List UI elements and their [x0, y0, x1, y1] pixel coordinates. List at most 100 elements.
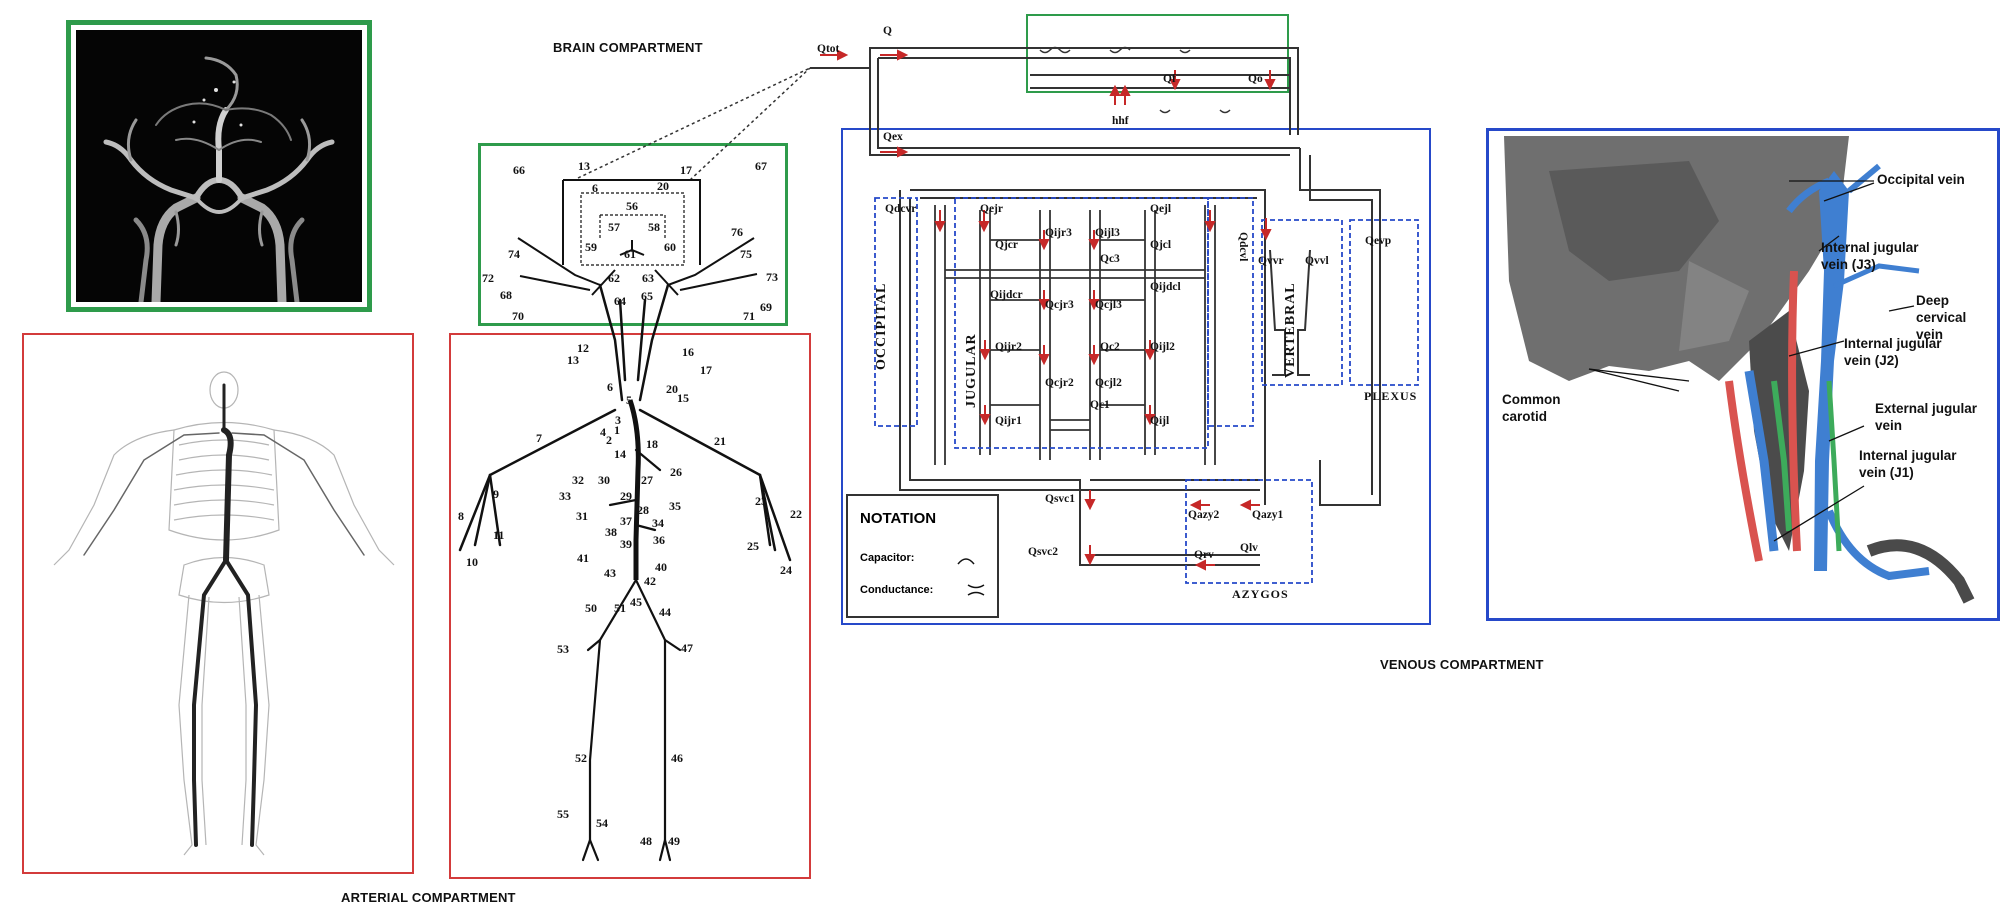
brain-number: 64	[614, 294, 626, 308]
capacitor-symbol-icon	[957, 558, 975, 565]
arterial-number: 30	[598, 473, 610, 487]
brain-number: 56	[626, 199, 638, 213]
brain-number: 66	[513, 163, 525, 177]
brain-number: 67	[755, 159, 767, 173]
arterial-number: 46	[671, 751, 683, 765]
arterial-number: 14	[614, 447, 626, 461]
arterial-number: 21	[714, 434, 726, 448]
flow-label: Qjcl	[1150, 239, 1171, 251]
arterial-number: 28	[637, 503, 649, 517]
flow-label: Qc1	[1090, 399, 1110, 411]
arterial-number: 45	[630, 595, 642, 609]
brain-number: 13	[578, 159, 590, 173]
arterial-number: 51	[614, 601, 626, 615]
flow-label: Qijdcr	[990, 289, 1023, 301]
notation-capacitor: Capacitor:	[860, 552, 915, 564]
arterial-number: 35	[669, 499, 681, 513]
arterial-number: 5	[626, 393, 632, 407]
arterial-number: 38	[605, 525, 617, 539]
body-arterial-image	[22, 333, 414, 874]
brain-number: 70	[512, 309, 524, 323]
label-internal-jugular-j2: Internal jugular vein (J2)	[1844, 336, 1942, 368]
arterial-number: 55	[557, 807, 569, 821]
region-label-vertebral: VERTEBRAL	[1283, 282, 1298, 378]
arterial-number: 23	[755, 494, 767, 508]
body-skeleton-drawing	[53, 371, 395, 856]
flow-label: Qijr1	[995, 415, 1022, 427]
brain-number: 61	[624, 247, 636, 261]
venous-compartment-title: VENOUS COMPARTMENT	[1380, 657, 1544, 672]
arterial-number: 47	[681, 641, 693, 655]
brain-number: 68	[500, 288, 512, 302]
arterial-number: 36	[653, 533, 665, 547]
flow-label: Qejl	[1150, 203, 1171, 215]
flow-label: Qcjl3	[1095, 299, 1122, 311]
region-label-azygos: AZYGOS	[1232, 587, 1289, 601]
flow-label: Qf	[1163, 73, 1176, 85]
conductance-symbol-icon	[967, 584, 985, 596]
flow-label: Qvvl	[1305, 255, 1329, 267]
brain-number: 74	[508, 247, 520, 261]
mra-angiogram	[76, 30, 362, 302]
flow-label: Qc3	[1100, 253, 1120, 265]
venous-brain-green-box	[1026, 14, 1289, 93]
flow-label: Qtot	[817, 43, 840, 55]
flow-label: Qsvc1	[1045, 493, 1075, 505]
arterial-number: 53	[557, 642, 569, 656]
flow-label: Qijr3	[1045, 227, 1072, 239]
flow-label: Qazy2	[1188, 509, 1220, 521]
arterial-number: 3	[615, 413, 621, 427]
brain-number: 17	[680, 163, 692, 177]
arterial-number: 41	[577, 551, 589, 565]
flow-label: Qex	[883, 131, 903, 143]
arterial-number: 32	[572, 473, 584, 487]
brain-number: 62	[608, 271, 620, 285]
brain-number: 71	[743, 309, 755, 323]
arterial-number: 43	[604, 566, 616, 580]
arterial-number: 8	[458, 509, 464, 523]
brain-number: 73	[766, 270, 778, 284]
arterial-number: 27	[641, 473, 653, 487]
notation-title: NOTATION	[860, 510, 937, 527]
brain-number: 60	[664, 240, 676, 254]
flow-label: Qdcvl	[1237, 232, 1249, 261]
flow-label: Qcjl2	[1095, 377, 1122, 389]
flow-label: Qijl3	[1095, 227, 1120, 239]
neck-veins-model: Occipital vein Internal jugular vein (J3…	[1486, 128, 2000, 621]
flow-label: Qjcr	[995, 239, 1018, 251]
flow-label: Q	[883, 25, 892, 37]
arterial-number: 31	[576, 509, 588, 523]
arterial-compartment-title: ARTERIAL COMPARTMENT	[341, 890, 516, 905]
flow-label: Qcjr2	[1045, 377, 1074, 389]
flow-label: Qijdcl	[1150, 281, 1181, 293]
flow-label: Qo	[1248, 73, 1263, 85]
brain-number: 6	[592, 181, 598, 195]
arterial-number: 39	[620, 537, 632, 551]
arterial-number: 40	[655, 560, 667, 574]
brain-number: 65	[641, 289, 653, 303]
arterial-number: 25	[747, 539, 759, 553]
flow-label: Qejr	[980, 203, 1003, 215]
flow-label: Qazy1	[1252, 509, 1284, 521]
brain-number: 58	[648, 220, 660, 234]
arterial-number: 6	[607, 380, 613, 394]
flow-label: Qijl2	[1150, 341, 1175, 353]
flow-label: Qvvr	[1258, 255, 1284, 267]
flow-label: Qcjr3	[1045, 299, 1074, 311]
arterial-number: 29	[620, 489, 632, 503]
flow-label: Qdcvr	[885, 203, 916, 215]
arterial-number: 20	[666, 382, 678, 396]
brain-number: 75	[740, 247, 752, 261]
brain-number: 69	[760, 300, 772, 314]
label-occipital-vein: Occipital vein	[1877, 172, 1965, 187]
brain-number: 57	[608, 220, 620, 234]
label-external-jugular-vein: External jugular vein	[1875, 401, 1978, 433]
arterial-number: 24	[780, 563, 792, 577]
arterial-number: 48	[640, 834, 652, 848]
venous-compartment-box	[841, 128, 1431, 625]
arterial-number: 44	[659, 605, 671, 619]
flow-label: Qc2	[1100, 341, 1120, 353]
arterial-number: 37	[620, 514, 632, 528]
